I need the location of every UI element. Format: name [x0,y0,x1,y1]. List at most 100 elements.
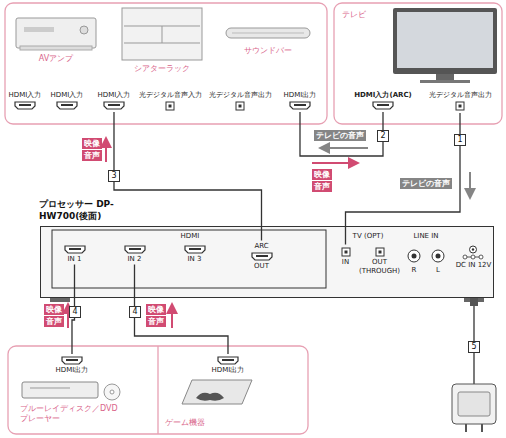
device-name: ゲーム機器 [165,418,205,428]
processor-body [436,254,441,259]
hdmi-cable [300,112,383,156]
device-name: シアターラック [134,64,190,74]
hdmi-icon [15,102,35,109]
av-amp-icon [20,46,92,50]
optical-output-port: 光デジタル音声出力 [207,90,274,113]
signal-tag: 音声 [312,181,332,192]
hdmi-icon [69,248,81,250]
signal-tag: 音声 [44,316,64,327]
hdmi-icon [189,248,201,250]
jack-label: R [412,266,417,275]
hdmi-icon [125,246,145,253]
hdmi-icon [104,102,124,109]
processor-title: プロセッサー DP-HW700(後面) [39,198,139,222]
hdmi-icon [217,356,239,365]
hdmi-icon [108,104,120,106]
ac-adapter [452,384,496,424]
dc-icon [471,255,475,259]
hdmi-icon [61,356,83,365]
opt-icon [239,105,242,108]
hdmi-icon [61,104,73,106]
tv-icon [393,8,497,74]
theater-rack-icon [122,8,202,60]
hdmi-out-arc-port: ARCOUT [249,241,275,272]
processor-body [408,250,420,262]
device-name: サウンドバー [244,46,292,56]
signal-tag: テレビの音声 [314,130,366,141]
theater-rack-icon [122,8,202,60]
port-group-label: HDMI [181,232,200,241]
game-console-icon [182,380,252,404]
bluray-player-icon [110,390,114,394]
port-label: HDMI入力 [9,91,42,100]
theater-rack-icon [162,26,163,43]
bluray-player-icon [30,388,70,389]
port-label: HDMI入力(ARC) [354,91,412,100]
tv-icon [397,12,493,68]
signal-tag: 映像 [146,304,166,315]
signal-tag: 音声 [82,150,102,161]
ac-adapter [465,424,467,432]
optical-through-port: OUT (THROUGH) [357,245,403,277]
processor-body [50,298,70,302]
hdmi-cable [135,265,228,355]
opt-icon [169,105,172,108]
dc-in-jack: DC IN 12V [454,243,494,271]
signal-tag: 映像 [82,138,102,149]
port-label: HDMI入力 [51,91,84,100]
port-label: HDMI出力 [212,366,245,375]
hdmi-icon [251,252,273,261]
signal-tag: 映像 [44,304,64,315]
hdmi-icon [218,357,238,364]
port-label: HDMI入力 [98,91,131,100]
port-label: OUT (THROUGH) [359,258,401,276]
hdmi-icon [372,101,394,110]
tv-hdmi-arc-port: HDMI入力(ARC) [352,90,414,112]
hdmi-icon [290,102,310,109]
ac-adapter [452,384,496,432]
callout-number: 3 [108,170,119,182]
device-panel [157,346,158,434]
port-label: IN 2 [128,255,142,264]
hdmi-icon [66,359,78,361]
tv-icon [420,80,470,83]
opt-icon [459,105,462,108]
hdmi-icon [289,101,311,110]
opt-icon [341,247,351,257]
port-label: HDMI出力 [56,366,89,375]
signal-arrow [469,172,471,198]
bluray-player-icon [104,384,120,400]
bluray-player-icon [22,382,98,398]
opt-icon [235,101,245,111]
hdmi-icon [64,245,86,254]
opt-icon [455,101,465,111]
device-name: テレビ [342,10,366,20]
bluray-player-icon [22,382,120,400]
hdmi-icon [252,253,272,260]
port-label: IN 1 [68,255,82,264]
hdmi-icon [57,102,77,109]
signal-arrow [105,138,107,162]
hdmi-icon [124,245,146,254]
device-panel [334,3,502,124]
processor-body [40,226,494,302]
opt-icon [236,102,244,110]
hdmi-icon [65,246,85,253]
opt-icon [342,248,350,256]
dc-icon [463,255,467,259]
hdmi-cable [114,112,262,241]
soundbar-icon [226,28,310,38]
processor-body [432,250,444,262]
hdmi-output-port: HDMI出力 [282,90,319,112]
optical-in-port: IN [339,245,353,268]
game-console-icon [182,380,252,404]
device-name: ブルーレイディスク／DVDプレーヤー [20,404,120,424]
port-label: 光デジタル音声入力 [139,91,202,100]
hdmi-output-port: HDMI出力 [210,354,247,376]
processor-body [40,226,494,298]
opt-icon [165,101,175,111]
hdmi-icon [103,101,125,110]
soundbar-icon [232,33,304,34]
callout-number: 4 [129,306,140,318]
